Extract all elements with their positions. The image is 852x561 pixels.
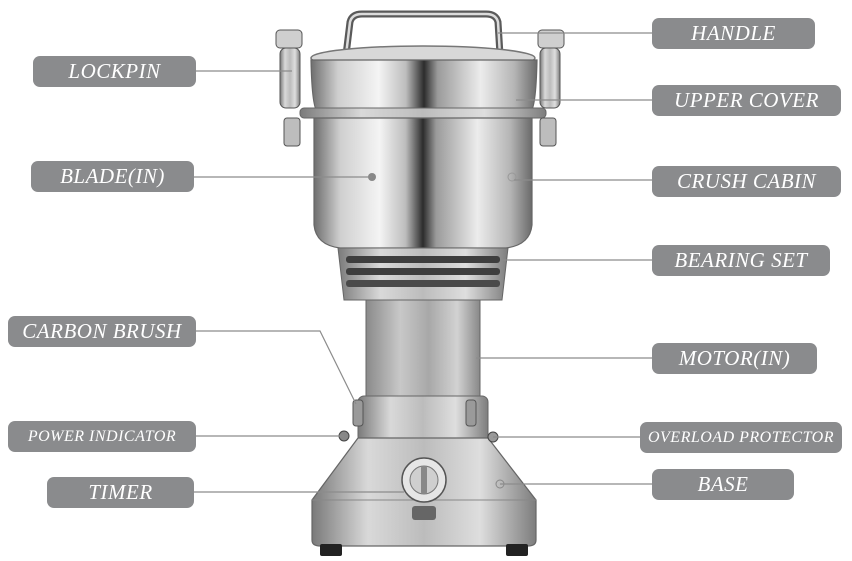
timer-dial — [401, 457, 447, 520]
label-overload-protector: OVERLOAD PROTECTOR — [640, 422, 842, 453]
label-lockpin: LOCKPIN — [33, 56, 196, 87]
label-carbon-brush: CARBON BRUSH — [8, 316, 196, 347]
label-base: BASE — [652, 469, 794, 500]
label-timer: TIMER — [47, 477, 194, 508]
leader-lines — [194, 32, 652, 493]
label-blade: BLADE(IN) — [31, 161, 194, 192]
crush-cabin-part — [313, 117, 533, 249]
handle-part — [342, 10, 504, 56]
upper-cover-part — [299, 45, 547, 119]
label-motor: MOTOR(IN) — [652, 343, 817, 374]
label-bearing-set: BEARING SET — [652, 245, 830, 276]
label-power-indicator: POWER INDICATOR — [8, 421, 196, 452]
motor-part — [352, 299, 489, 443]
label-handle: HANDLE — [652, 18, 815, 49]
lockpin-part — [275, 29, 565, 147]
label-upper-cover: UPPER COVER — [652, 85, 841, 116]
bearing-set-part — [337, 247, 509, 301]
label-crush-cabin: CRUSH CABIN — [652, 166, 841, 197]
leader-line-carbon-brush — [196, 330, 357, 405]
